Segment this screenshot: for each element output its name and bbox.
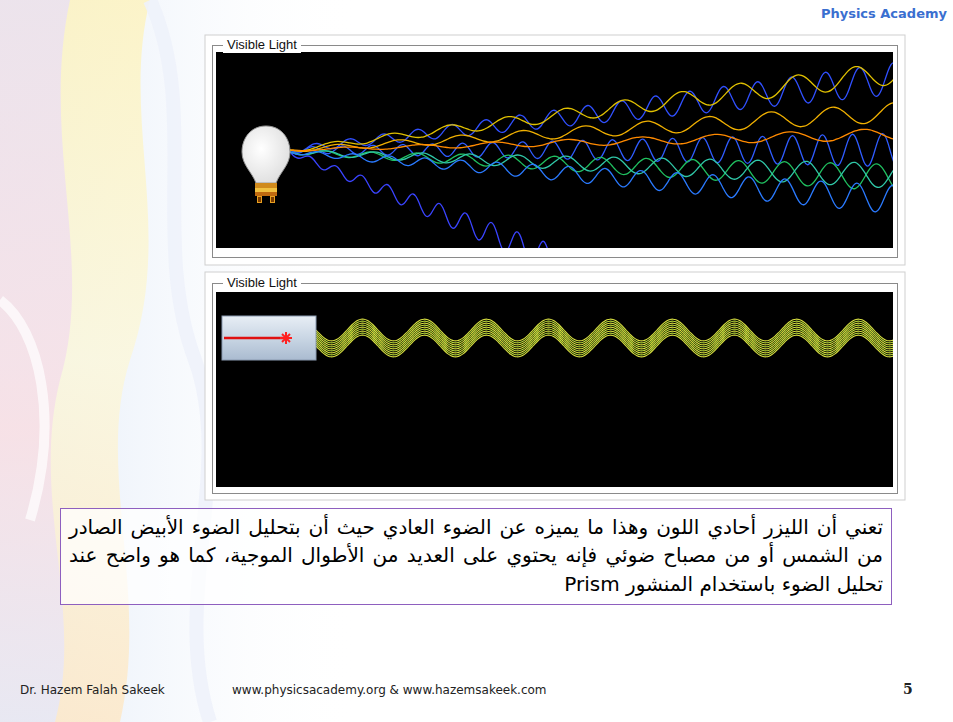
group-box: Visible Light — [212, 45, 898, 258]
bulb-waves — [290, 63, 893, 248]
light-wave — [316, 335, 893, 357]
light-wave — [290, 152, 893, 212]
light-wave — [290, 103, 893, 152]
panel-title: Visible Light — [223, 275, 301, 291]
light-wave — [316, 331, 893, 353]
text-box: تعني أن الليزر أحادي اللون وهذا ما يميزه… — [60, 508, 892, 605]
author-label: Dr. Hazem Falah Sakeek — [20, 683, 165, 697]
light-wave — [290, 67, 893, 151]
website-label: www.physicsacademy.org & www.hazemsakeek… — [232, 683, 547, 697]
body-text: تعني أن الليزر أحادي اللون وهذا ما يميزه… — [69, 513, 883, 598]
laser-waves — [316, 319, 893, 357]
group-box: Visible Light — [212, 283, 898, 494]
light-wave — [290, 151, 893, 192]
panel-title: Visible Light — [223, 37, 301, 53]
light-wave — [290, 129, 893, 150]
light-wave — [290, 63, 893, 152]
light-wave — [316, 333, 893, 355]
bulb-panel — [205, 35, 905, 275]
laser-panel — [205, 272, 905, 500]
page-number: 5 — [903, 681, 913, 697]
brand-label: Physics Academy — [821, 6, 947, 21]
laser-source — [222, 316, 316, 360]
light-bulb — [242, 126, 290, 203]
light-wave — [290, 152, 560, 248]
